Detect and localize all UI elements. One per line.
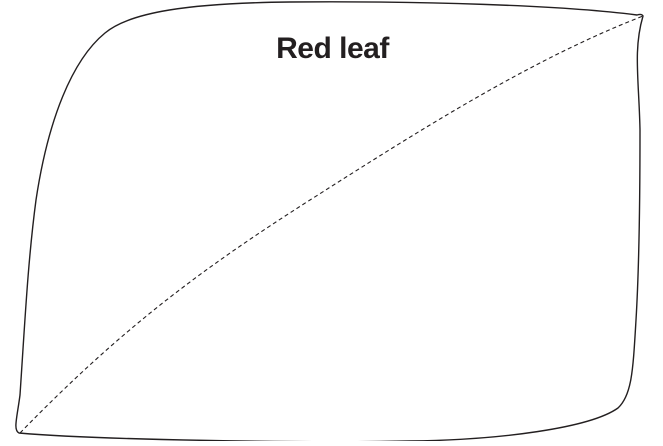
diagram-title: Red leaf [276, 32, 389, 65]
leaf-outline [15, 1, 644, 443]
dashed-diagonal-midrib [19, 15, 644, 434]
